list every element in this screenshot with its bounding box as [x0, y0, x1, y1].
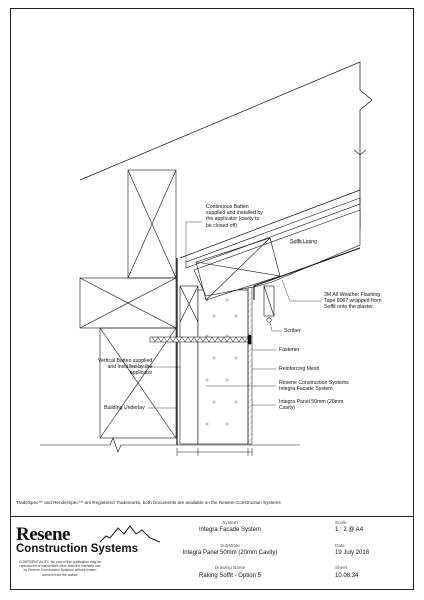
label-building-underlay: Building Underlay	[104, 405, 145, 411]
label-reinforcing-mesh: Reinforcing Mesh	[279, 366, 320, 372]
trademark-note: TradeSpec™ and RenderSpec™ are Registere…	[16, 500, 281, 505]
vertical-batten	[179, 285, 199, 445]
confidentiality-notice: CONFIDENTIALITY: No part of this publica…	[18, 560, 102, 577]
label-scriber: Scriber	[284, 328, 301, 334]
title-block	[10, 516, 414, 590]
sheet-value: 10.08.34	[335, 573, 359, 579]
ceiling-joist	[127, 169, 177, 279]
substrate-value: Integra Panel 50mm (20mm Cavity)	[182, 550, 278, 556]
drawing-caption: Drawing Name	[214, 565, 246, 570]
label-flashing-tape: 3M All Weather Flashing Tape 8067 wrappe…	[324, 292, 382, 311]
label-integra-system: Resene Construction Systems Integra Faca…	[279, 380, 349, 393]
label-continuous-batten: Continuous Batten supplied and installed…	[206, 204, 263, 229]
label-vertical-batten: Vertical Batten supplied and installed b…	[98, 358, 153, 377]
render-coating	[247, 285, 253, 445]
date-value: 19 July 2018	[335, 550, 370, 556]
framing-stud	[99, 327, 177, 439]
scriber	[263, 285, 275, 323]
soffit-framing-block	[195, 237, 281, 301]
roof-rafter	[79, 61, 373, 259]
leader-lines	[132, 221, 322, 409]
system-value: Integra Facade System	[198, 527, 262, 533]
drawing-sheet-border	[10, 8, 414, 590]
scale-caption: Scale	[335, 520, 347, 525]
drawing-value: Raking Soffit - Option 5	[199, 573, 261, 579]
sheet-caption: Sheet	[335, 565, 348, 570]
fastener	[149, 334, 252, 345]
company-logo-icon	[100, 525, 160, 543]
system-caption: System	[222, 520, 238, 525]
label-integra-panel: Integra Panel 50mm (20mm Cavity)	[279, 399, 344, 412]
company-logo-subtitle: Construction Systems	[16, 543, 139, 555]
flashing-tape	[253, 247, 361, 300]
date-caption: Date	[335, 543, 345, 548]
substrate-caption: Substrate	[220, 543, 240, 548]
label-fastener: Fastener	[279, 347, 300, 353]
scale-value: 1 : 2 @ A4	[335, 527, 364, 533]
break-lines	[40, 149, 367, 453]
label-soffit-lining: Soffit Lining	[290, 239, 318, 245]
integra-panel	[197, 289, 249, 445]
company-logo-word: Resene	[16, 524, 70, 545]
dimension-line	[176, 448, 253, 456]
soffit-lining	[185, 197, 361, 297]
top-plate	[79, 277, 177, 329]
